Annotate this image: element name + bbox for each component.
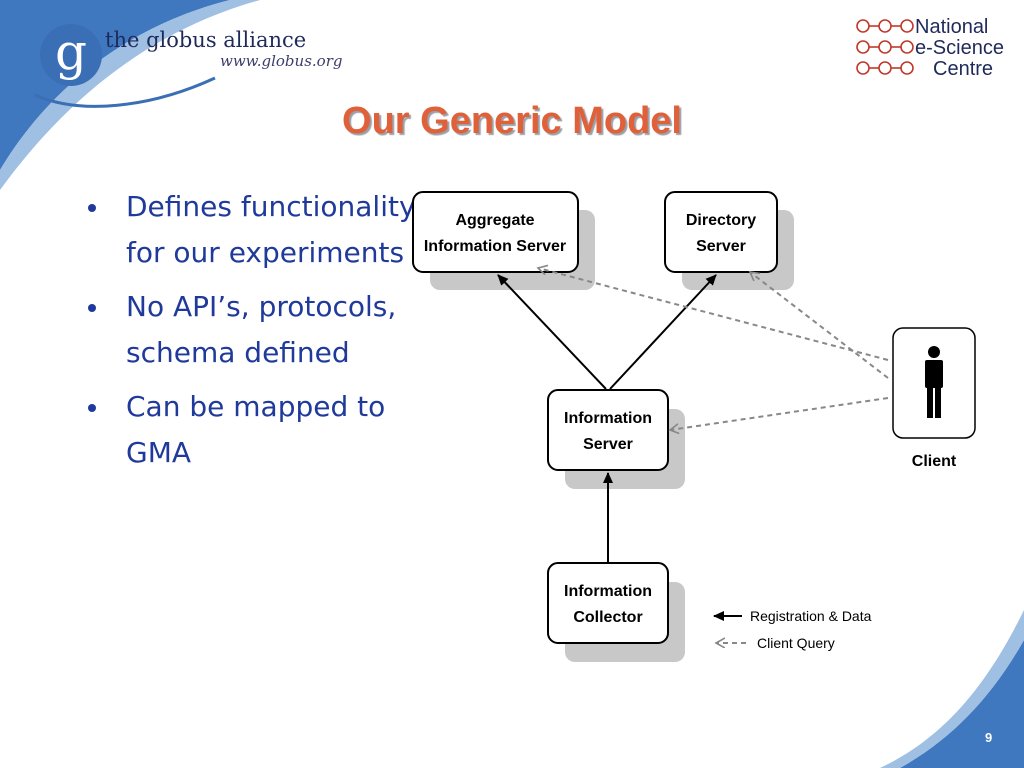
partner-line: e-Science [915, 37, 1004, 59]
bullet-item: Can be mapped to GMA [86, 384, 416, 476]
org-name: the globus alliance [105, 28, 307, 52]
information-server-node: Information Server [547, 389, 685, 489]
bullet-icon [88, 304, 96, 312]
bullet-text: Can be mapped to GMA [126, 390, 386, 469]
node-label: Information Server [424, 238, 566, 255]
diagram-legend: Registration & Data Client Query [713, 608, 872, 651]
registration-arrow [609, 274, 717, 390]
node-label: Information [564, 583, 652, 600]
query-arrow [750, 272, 889, 379]
node-label: Directory [686, 212, 756, 229]
query-arrow [538, 268, 889, 361]
directory-server-node: Directory Server [664, 191, 794, 290]
bullet-text: Defines functionality for our experiment… [126, 190, 416, 269]
bullet-list: Defines functionality for our experiment… [86, 184, 416, 484]
legend-label: Client Query [757, 635, 835, 651]
client-label: Client [912, 453, 957, 470]
registration-arrow [497, 274, 607, 390]
node-label: Aggregate [455, 212, 534, 229]
slide-title: Our Generic Model [342, 100, 682, 142]
node-label: Information [564, 410, 652, 427]
bullet-item: No API’s, protocols, schema defined [86, 284, 416, 376]
information-collector-node: Information Collector [547, 562, 685, 662]
logo-swoosh-icon [34, 76, 216, 108]
person-icon [925, 346, 943, 418]
bullet-text: No API’s, protocols, schema defined [126, 290, 397, 369]
node-label: Server [583, 436, 633, 453]
globus-logo: g [40, 24, 102, 86]
bullet-icon [88, 204, 96, 212]
partner-line: Centre [933, 58, 994, 80]
node-label: Server [696, 238, 746, 255]
partner-line: National [915, 16, 989, 38]
legend-label: Registration & Data [750, 608, 872, 624]
org-url: www.globus.org [220, 52, 343, 70]
bullet-icon [88, 404, 96, 412]
query-arrow [670, 397, 889, 430]
bullet-item: Defines functionality for our experiment… [86, 184, 416, 276]
node-label: Collector [573, 609, 642, 626]
client-node: Client [892, 327, 976, 470]
page-number: 9 [985, 730, 993, 745]
nesc-logo-icon [856, 19, 914, 75]
partner-name: National e-Science Centre [915, 17, 1004, 80]
aggregate-information-server-node: Aggregate Information Server [412, 191, 595, 290]
